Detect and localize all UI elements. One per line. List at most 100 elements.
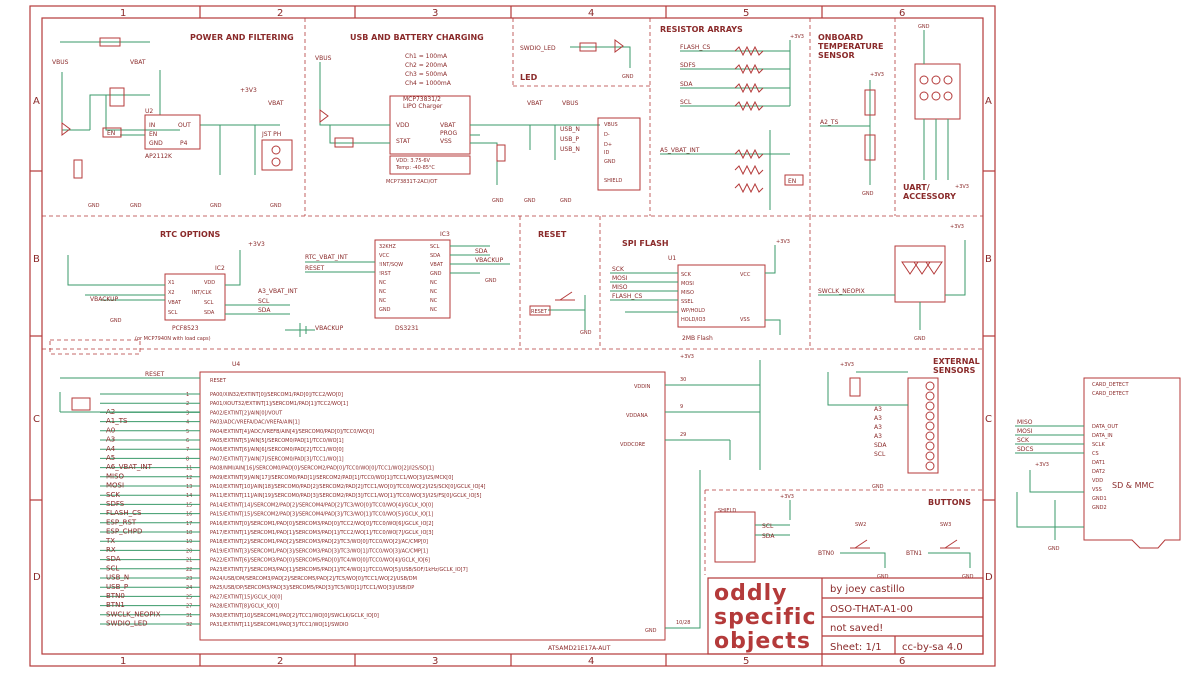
- mcu-pin-label: PA17/EXTINT[1]/SERCOM1/PAD[1]/SERCOM3/PA…: [210, 530, 434, 536]
- charge-row-3: Ch3 = 500mA: [405, 71, 448, 78]
- ds-r7: NC: [430, 307, 438, 313]
- svg-text:SHIELD: SHIELD: [718, 508, 736, 514]
- btn0-net: BTN0: [818, 550, 834, 557]
- mcu-pin-label: PA15/EXTINT[15]/SERCOM2/PAD[3]/SERCOM4/P…: [210, 512, 433, 518]
- jst-label: JST PH: [261, 131, 281, 138]
- res-net-sdfs: SDFS: [680, 62, 696, 69]
- ds-net-sda: SDA: [475, 248, 488, 255]
- mcu-pin-number: 3: [186, 410, 189, 416]
- flash-ref: U1: [668, 255, 676, 262]
- mcu-pin-number: 24: [186, 585, 192, 591]
- mcu-pin-label: PA03/ADC/VREFA/DAC/VREFA/AIN[1]: [210, 420, 300, 426]
- sd-pin-label: DAT2: [1092, 469, 1105, 475]
- rtc-net-vbat-int: A3_VBAT_INT: [258, 288, 298, 295]
- zone-row-c: C: [33, 414, 40, 425]
- sd-net-miso: MISO: [1017, 419, 1033, 426]
- mcu-net-label: USB_P: [106, 583, 128, 591]
- title-uart-1: UART/: [903, 183, 930, 192]
- res-net-sda: SDA: [680, 81, 693, 88]
- rtc-gnd: GND: [110, 318, 122, 324]
- usb-net-n: USB_N: [560, 126, 580, 133]
- svg-text:ID: ID: [604, 150, 609, 156]
- zone-row-b: B: [33, 254, 40, 265]
- rtc-net-vbackup-2: VBACKUP: [315, 325, 344, 332]
- mcu-pin-number: 5: [186, 429, 189, 435]
- svg-text:SHIELD: SHIELD: [604, 178, 622, 184]
- flash-net-cs: FLASH_CS: [612, 293, 643, 300]
- mcu-reset-pin: RESET: [210, 378, 227, 384]
- flash-3v3: +3V3: [776, 239, 790, 245]
- mcu-net-label: RX: [106, 546, 116, 554]
- temp-3v3: +3V3: [870, 72, 884, 78]
- ds-l2: !INT/SQW: [379, 262, 403, 268]
- mcu-net-label: BTN1: [106, 601, 125, 609]
- mcu-net-label: USB_N: [106, 574, 129, 582]
- ds-l7: GND: [379, 307, 391, 313]
- ds-ref: IC3: [440, 231, 450, 238]
- mcu-pin-number: 20: [186, 548, 192, 554]
- mcu-pin-label: PA06/EXTINT[6]/AIN[6]/SERCOM0/PAD[2]/TCC…: [210, 447, 344, 453]
- usb-gnd-1: GND: [492, 198, 504, 204]
- btn1-gnd: GND: [962, 574, 974, 580]
- ext-gnd: GND: [872, 484, 884, 490]
- ds-r1: SDA: [430, 253, 441, 259]
- res-net-vbat-int: A5_VBAT_INT: [660, 147, 700, 154]
- reset-gnd: GND: [580, 330, 592, 336]
- ds-r5: NC: [430, 289, 438, 295]
- ds-net-vbackup: VBACKUP: [475, 257, 504, 264]
- ldo-pin-en: EN: [149, 131, 157, 138]
- power-gnd-2: GND: [130, 203, 142, 209]
- ext-net-sda: SDA: [874, 442, 887, 449]
- ext-net-a3-1: A3: [874, 406, 882, 413]
- mcp-pin-vss: VSS: [440, 138, 452, 145]
- power-gnd-1: GND: [88, 203, 100, 209]
- sd-net-sck: SCK: [1017, 437, 1030, 444]
- led-section: SWDIO_LED GND: [520, 39, 634, 80]
- ds-l0: 32KHZ: [379, 244, 396, 250]
- flash-l3: SSEL: [681, 299, 694, 305]
- mcu-net-label: A4: [106, 445, 116, 453]
- mcu-pin-number: 8: [186, 456, 189, 462]
- external-pin: [925, 391, 935, 401]
- btn0-gnd: GND: [877, 574, 889, 580]
- mcu-net-label: A3: [106, 436, 115, 444]
- mcu-pin-number: 23: [186, 576, 192, 582]
- sd-pin-label: GND1: [1092, 496, 1107, 502]
- mcu-pin-number: 11: [186, 466, 192, 472]
- zone-row-a-right: A: [985, 96, 992, 107]
- ds-r4: NC: [430, 280, 438, 286]
- power-gnd-3: GND: [210, 203, 222, 209]
- mcp-pin-vbat: VBAT: [440, 122, 456, 129]
- ds3231-chip: [374, 239, 451, 319]
- mcu-pin-label: PA01/XOUT32/EXTINT[1]/SERCOM1/PAD[1]/TCC…: [210, 401, 348, 407]
- pcf-scl: SCL: [204, 300, 214, 306]
- ldo-regulator: [144, 114, 201, 150]
- flash-net-mosi: MOSI: [612, 275, 628, 282]
- zone-row-c-right: C: [985, 414, 992, 425]
- led-net: SWDIO_LED: [520, 45, 556, 52]
- uart-header: [914, 63, 961, 120]
- pcf-ref: IC2: [215, 265, 225, 272]
- sd-pin-label: DAT1: [1092, 460, 1105, 466]
- usb-vbat: VBAT: [527, 100, 543, 107]
- mcu-vddana: VDDANA: [626, 413, 648, 419]
- mcu-section: U4 ATSAMD21E17A-AUT RESET PA00/XIN32/EXT…: [59, 354, 761, 652]
- tb-author: by joey castillo: [830, 584, 905, 595]
- ds-l6: NC: [379, 298, 387, 304]
- mcu-pin-number: 2: [186, 401, 189, 407]
- section-dividers: [42, 18, 983, 575]
- flash-l1: MOSI: [681, 281, 694, 287]
- ldo-name: AP2112K: [145, 153, 173, 160]
- mcu-net-label: ESP_RST: [106, 518, 137, 526]
- external-pins: [925, 381, 935, 471]
- ds-r3: GND: [430, 271, 442, 277]
- ds-name: DS3231: [395, 325, 419, 332]
- external-pin: [925, 451, 935, 461]
- mcu-pin-number: 15: [186, 502, 192, 508]
- mcu-pin-label: PA28/EXTINT[8]/GCLK_IO[0]: [210, 604, 279, 610]
- mcu-pin-number: 7: [186, 447, 189, 453]
- pcf-int: INT/CLK: [192, 290, 212, 296]
- title-usb: USB AND BATTERY CHARGING: [350, 33, 484, 42]
- sd-pin-label: CARD_DETECT: [1092, 382, 1129, 388]
